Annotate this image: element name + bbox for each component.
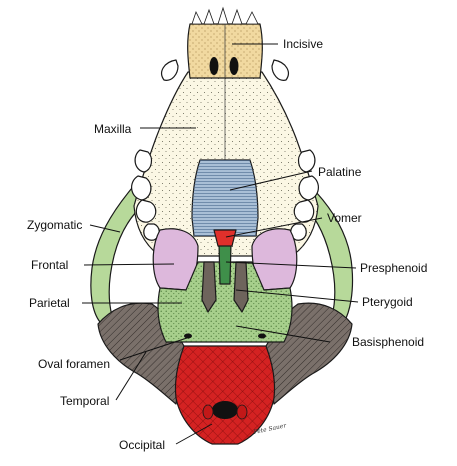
pterygoid-left: [201, 261, 217, 313]
presphenoid-bone: [218, 243, 232, 285]
leader-lines: [82, 43, 359, 445]
label-frontal: Frontal: [31, 258, 68, 272]
teeth: [131, 59, 319, 241]
leader-palatine: [229, 170, 313, 191]
vomer-bone: [213, 229, 237, 247]
leader-presphenoid: [225, 261, 357, 269]
tooth-right-1: [297, 149, 316, 173]
leader-vomer: [225, 217, 323, 238]
tooth-left-1: [134, 149, 153, 173]
leader-occipital: [175, 423, 213, 445]
occipital-condyle-right: [236, 404, 248, 420]
incisor-teeth: [191, 6, 259, 25]
occipital-condyle-left: [202, 404, 214, 420]
leader-frontal: [83, 263, 175, 266]
label-vomer: Vomer: [327, 211, 362, 225]
label-basisphenoid: Basisphenoid: [352, 335, 424, 349]
canine-right: [271, 59, 289, 81]
label-zygomatic: Zygomatic: [27, 218, 82, 232]
pterygoid-right: [233, 261, 249, 313]
pterygoid-bone: [201, 261, 249, 313]
label-pterygoid: Pterygoid: [362, 295, 413, 309]
leader-oval-foramen: [119, 336, 191, 361]
palatine-bone: [191, 159, 259, 237]
foramen-magnum: [212, 401, 238, 419]
oval-foramen-right: [258, 333, 266, 339]
label-occipital: Occipital: [119, 438, 165, 452]
palatine-fissure-right: [229, 57, 239, 75]
label-oval-foramen: Oval foramen: [38, 357, 110, 371]
label-presphenoid: Presphenoid: [360, 261, 427, 275]
leader-basisphenoid: [235, 325, 331, 343]
leader-temporal: [115, 351, 147, 401]
palatine-fissure-left: [209, 57, 219, 75]
tooth-right-4: [290, 223, 307, 241]
tooth-left-4: [143, 223, 160, 241]
leader-zygomatic: [89, 224, 121, 233]
label-incisive: Incisive: [283, 37, 323, 51]
label-temporal: Temporal: [60, 394, 109, 408]
tooth-right-2: [298, 175, 319, 201]
leader-pterygoid: [235, 289, 359, 303]
label-parietal: Parietal: [29, 296, 70, 310]
canine-left: [161, 59, 179, 81]
label-maxilla: Maxilla: [94, 122, 132, 136]
tooth-right-3: [293, 199, 315, 223]
basisphenoid-bone: [157, 261, 293, 343]
occipital-bone: [174, 345, 276, 445]
tooth-left-3: [135, 199, 157, 223]
frontal-bone: [152, 228, 298, 291]
tooth-left-2: [131, 175, 152, 201]
label-palatine: Palatine: [318, 165, 362, 179]
